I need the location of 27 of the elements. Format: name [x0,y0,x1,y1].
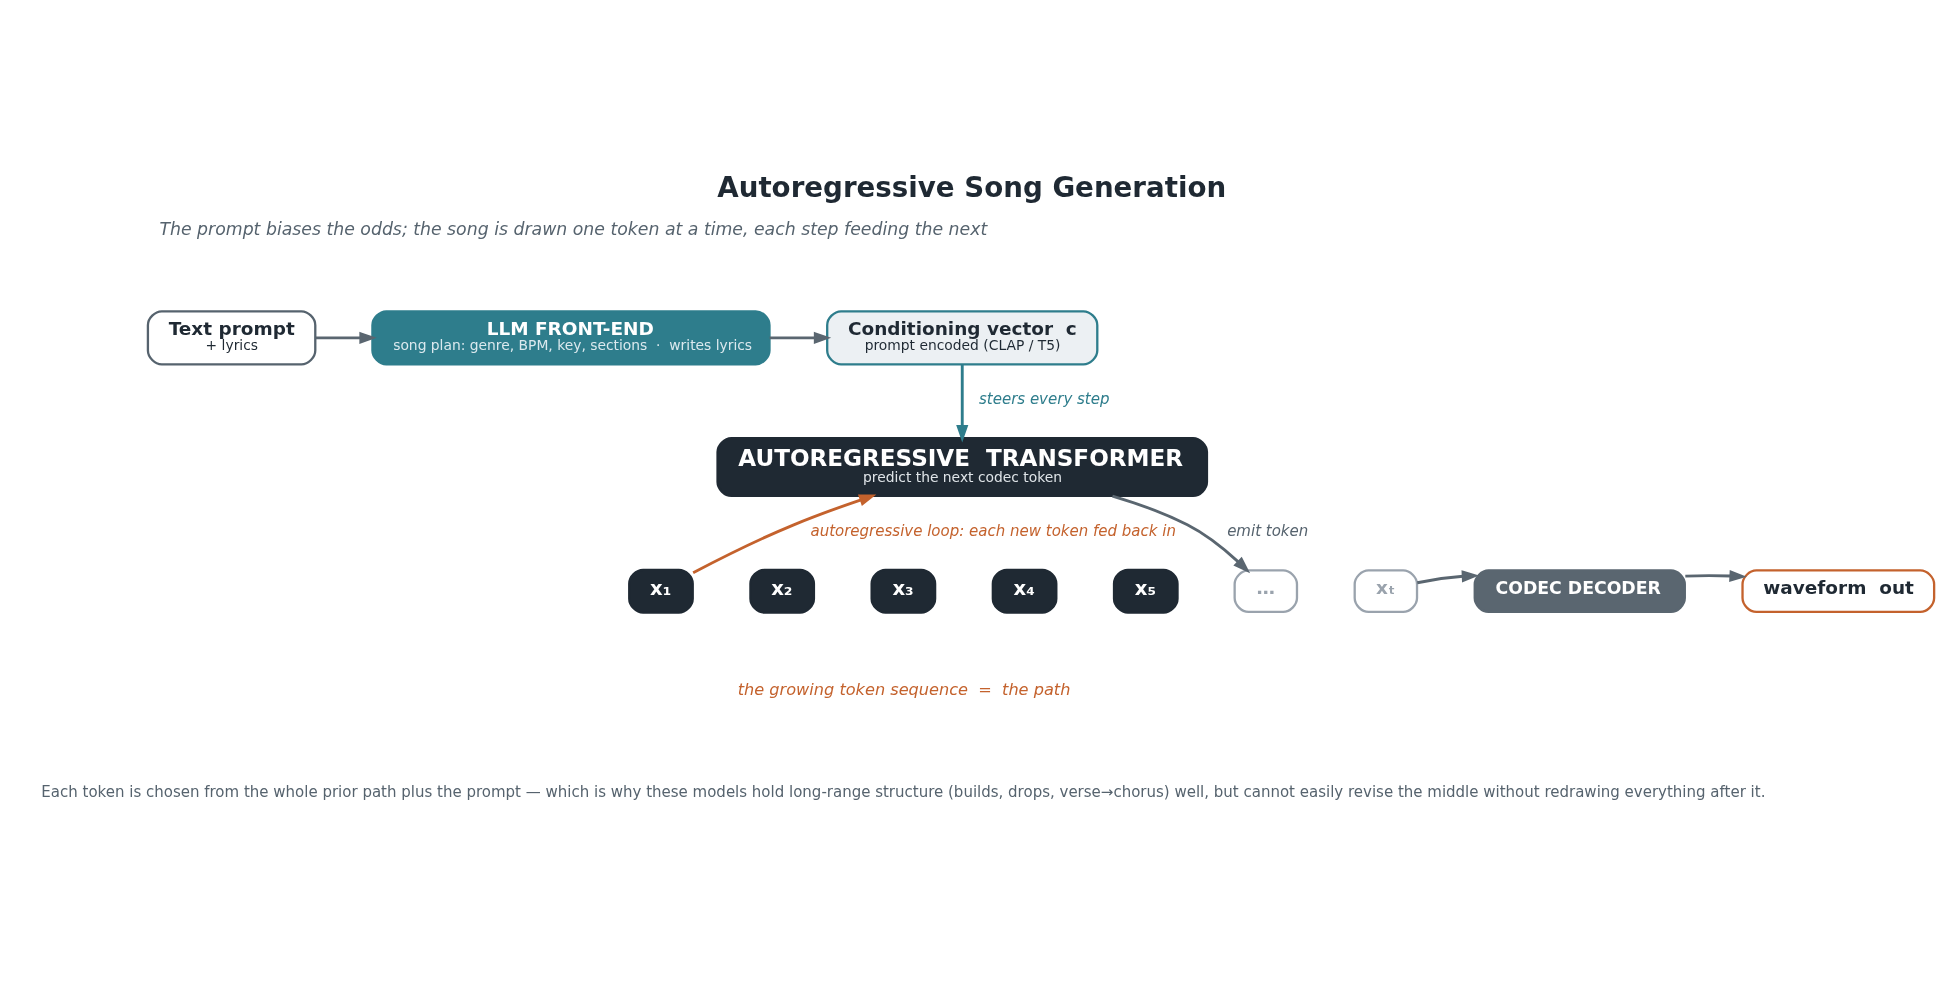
arrow [315,331,377,344]
arrow [1112,494,1251,573]
label: the growing token sequence = the path [737,679,1071,699]
node-box: x₄ [991,568,1058,614]
edge-label: autoregressive loop: each new token fed back in [810,521,1176,540]
arrow [692,493,877,574]
arrow [1685,569,1747,582]
arrow [1417,569,1480,584]
node-box: … [1233,568,1299,613]
label: The prompt biases the odds; the song is drawn one token at a time, each step feeding the next [159,218,988,239]
node-box: xₜ [1353,568,1419,613]
node-box: CODEC DECODER [1473,568,1686,613]
node-box: AUTOREGRESSIVE TRANSFORMER predict the next codec token [716,436,1209,497]
arrow [956,364,969,442]
arrow [769,331,832,344]
node-box: x₁ [628,568,694,614]
node-box: Conditioning vector c prompt encoded (CLAP / T5) [826,309,1099,366]
node-box: x₂ [749,568,816,614]
node-box: LLM FRONT-END song plan: genre, BPM, key, sections · writes lyrics [371,309,771,366]
diagram-title: Autoregressive Song Generation [717,170,1227,204]
node-box: Text prompt + lyrics [146,309,317,366]
node-box: x₅ [1112,568,1179,614]
node-box: waveform out [1741,568,1936,613]
node-box: x₃ [870,568,937,614]
edge-label: emit token [1227,521,1309,540]
edge-label: steers every step [978,389,1110,408]
caption: Each token is chosen from the whole prior path plus the prompt — which is why these models hold long-range structure (builds, drops, verse→chorus) well, but cannot easily revise the middle without redrawing everything after it. [41,782,1766,801]
